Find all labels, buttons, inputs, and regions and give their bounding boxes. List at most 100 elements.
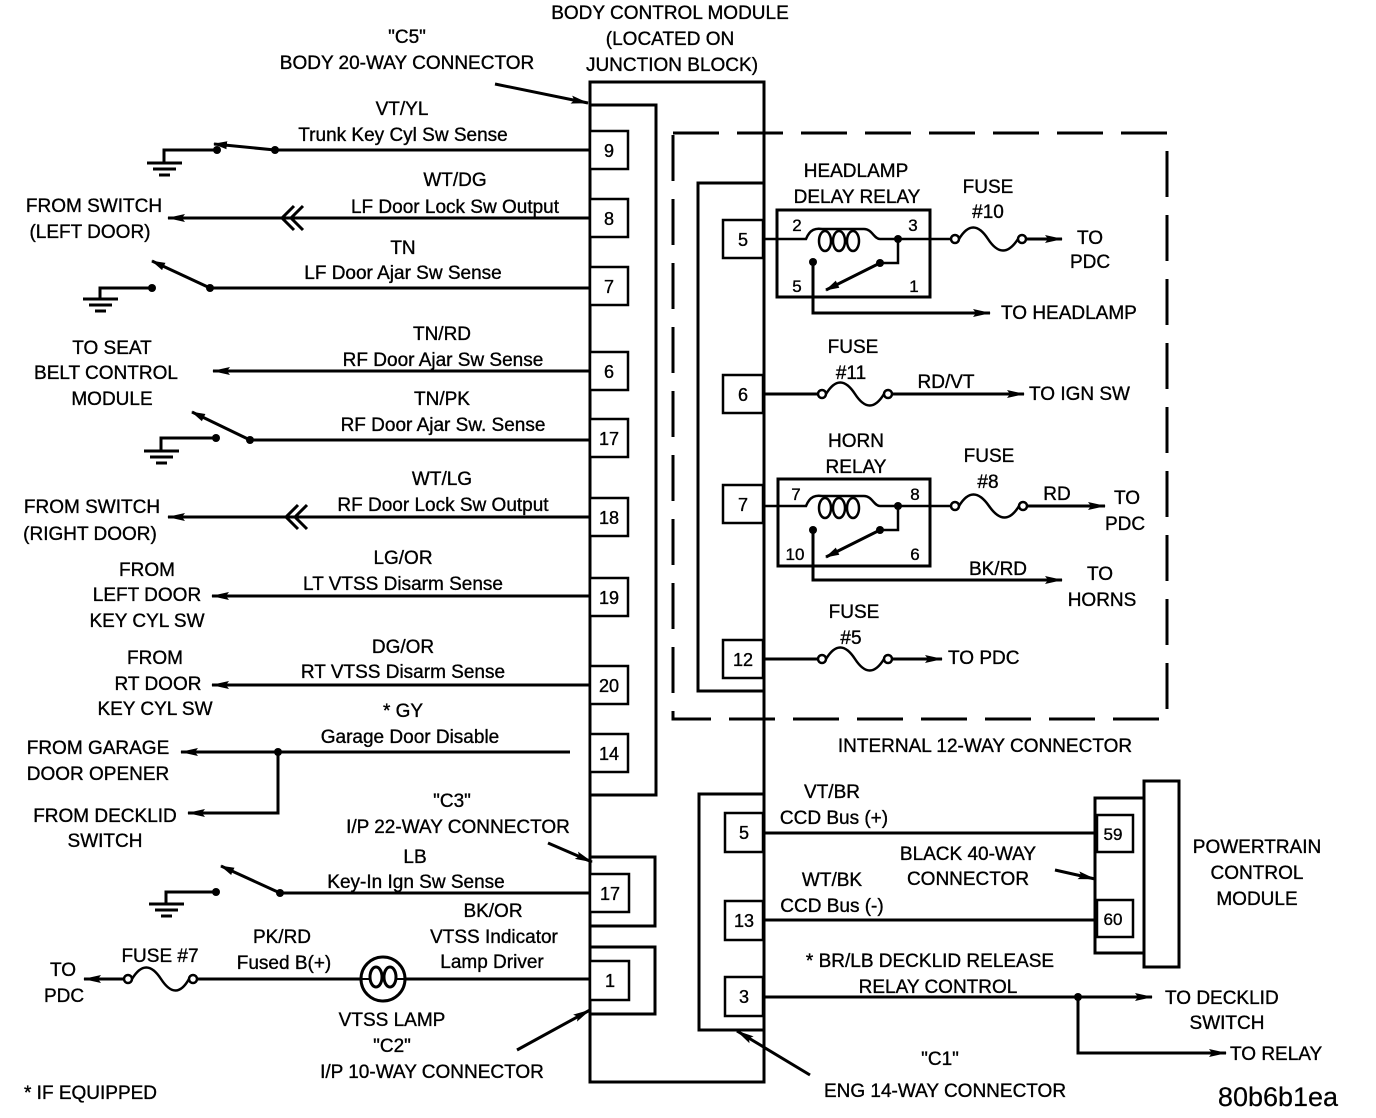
ground-icon [149, 902, 184, 918]
horn-relay: 7 8 10 6 [763, 477, 955, 568]
fuse-label-line-2: #11 [836, 363, 866, 384]
circuit-internal-pin-7: 7 HORN RELAY 7 8 10 6 BK/RD TO HORNS FUS… [721, 431, 1145, 611]
pcm-name-line-1: POWERTRAIN [1193, 837, 1321, 858]
circuit-pin-18: 18 WT/LG RF Door Lock Sw Output FROM SWI… [23, 469, 630, 545]
fuse-label-line-2: #10 [972, 202, 1004, 223]
c5-id: "C5" [388, 27, 426, 48]
relay-box [775, 208, 932, 299]
circuit-c1-pin-5: 5 VT/BR CCD Bus (+) [723, 782, 1097, 854]
c3-label: "C3" I/P 22-WAY CONNECTOR [346, 791, 593, 864]
pin-box [588, 265, 630, 307]
pin-number: 5 [738, 230, 748, 250]
pcm-connector-pointer-arrow [1054, 868, 1096, 881]
destination-line-2: DOOR OPENER [27, 764, 170, 785]
wire-color: WT/BK [802, 870, 862, 891]
circuit-name: Trunk Key Cyl Sw Sense [298, 125, 507, 146]
c1-name: ENG 14-WAY CONNECTOR [824, 1081, 1066, 1102]
module-title: BODY CONTROL MODULE (LOCATED ON JUNCTION… [551, 3, 789, 76]
wire-color: TN/PK [414, 389, 470, 410]
circuit-pin-9: 9 VT/YL Trunk Key Cyl Sw Sense [147, 99, 630, 177]
ground-lead [162, 148, 217, 162]
circuit-name-line-2: Lamp Driver [440, 952, 544, 973]
destination-line-1: TO DECKLID [1165, 988, 1279, 1009]
destination-line-2: (RIGHT DOOR) [23, 524, 157, 545]
fuse-icon [816, 381, 894, 407]
c5-pointer-arrow [494, 82, 589, 105]
circuit-name: LF Door Ajar Sw Sense [304, 263, 501, 284]
c3-pointer-arrow [547, 841, 593, 864]
circuit-pin-17: 17 TN/PK RF Door Ajar Sw. Sense [144, 389, 630, 465]
circuit-name: RF Door Lock Sw Output [337, 495, 549, 516]
wire-color: WT/DG [423, 170, 486, 191]
destination-line-3: MODULE [71, 389, 152, 410]
pcm-connector-name-line-1: BLACK 40-WAY [900, 844, 1037, 865]
circuit-pin-6: 6 TN/RD RF Door Ajar Sw Sense TO SEAT BE… [34, 324, 630, 410]
circuit-name: RF Door Ajar Sw. Sense [341, 415, 546, 436]
relay-label-line-2: DELAY RELAY [794, 187, 921, 208]
pin-number: 20 [599, 676, 619, 696]
headlamp-delay-relay: 2 3 5 1 [763, 208, 955, 299]
wire-color: WT/LG [412, 469, 472, 490]
destination-line-2: LEFT DOOR [93, 585, 201, 606]
destination-line-1: TO SEAT [72, 338, 152, 359]
pin-number: 9 [604, 141, 614, 161]
relay-coil-icon [763, 494, 955, 520]
c2-pointer-arrow [516, 1008, 591, 1052]
wire-color: TN [390, 238, 415, 259]
relay-label-line-1: HORN [828, 431, 884, 452]
destination-line-2: PDC [1070, 252, 1110, 273]
connector-chevron-icon [283, 503, 309, 531]
figure-id: 80b6b1ea [1218, 1082, 1339, 1112]
fuse-label-line-1: FUSE [963, 177, 1014, 198]
pin-box [588, 350, 630, 392]
destination: TO PDC [948, 648, 1019, 669]
pin-number: 7 [604, 277, 614, 297]
wire-branch [1076, 997, 1227, 1057]
circuit-name: Key-In Ign Sw Sense [327, 872, 504, 893]
title-line-3: JUNCTION BLOCK) [586, 55, 758, 76]
branch-destination: TO RELAY [1230, 1044, 1323, 1065]
c2-id: "C2" [373, 1036, 411, 1057]
destination-line-1: FROM GARAGE [27, 738, 170, 759]
pin-number: 19 [599, 588, 619, 608]
fuse-label-line-2: #5 [840, 628, 861, 649]
pin-box [721, 218, 765, 260]
vtss-lamp-icon [359, 955, 407, 1003]
relay-pin-label: 2 [792, 216, 801, 235]
pin-number: 6 [604, 362, 614, 382]
wire-color: DG/OR [372, 637, 434, 658]
branch-destination-line-1: FROM DECKLID [33, 806, 177, 827]
wire-color: TN/RD [413, 324, 471, 345]
pcm-pin-number: 59 [1104, 825, 1123, 844]
feed-wire-color: PK/RD [253, 927, 311, 948]
pcm-name-line-2: CONTROL [1211, 863, 1304, 884]
fuse-label-line-1: FUSE [829, 602, 880, 623]
fuse-icon [949, 226, 1028, 252]
feed-circuit-name: Fused B(+) [237, 953, 332, 974]
pin-number: 18 [599, 508, 619, 528]
c1-pointer-arrow [736, 1029, 811, 1077]
destination-line-1: FROM SWITCH [26, 196, 162, 217]
relay-pin-label: 10 [786, 545, 805, 564]
ground-lead [159, 436, 216, 450]
relay-label-line-1: HEADLAMP [804, 161, 909, 182]
pcm-connector-label: BLACK 40-WAY CONNECTOR [900, 844, 1096, 890]
pin-number: 17 [600, 884, 620, 904]
pcm-body [1142, 779, 1181, 969]
destination-line-1: TO [1114, 488, 1140, 509]
circuit-name: LF Door Lock Sw Output [351, 197, 560, 218]
footnote: * IF EQUIPPED [24, 1083, 157, 1104]
pin-number: 14 [599, 744, 619, 764]
circuit-c1-pin-13: 13 WT/BK CCD Bus (-) [723, 870, 1097, 942]
output-wire-color: BK/RD [969, 559, 1027, 580]
circuit-name: RF Door Ajar Sw Sense [343, 350, 544, 371]
circuit-name: Garage Door Disable [321, 727, 499, 748]
relay-switch-icon [825, 528, 881, 559]
relay-switch-icon [825, 261, 881, 292]
pin-box [588, 417, 630, 459]
pin-box [588, 496, 630, 538]
ground-icon [147, 161, 182, 177]
powertrain-control-module: 59 60 POWERTRAIN CONTROL MODULE [1093, 779, 1321, 969]
wire-branch [187, 752, 280, 817]
